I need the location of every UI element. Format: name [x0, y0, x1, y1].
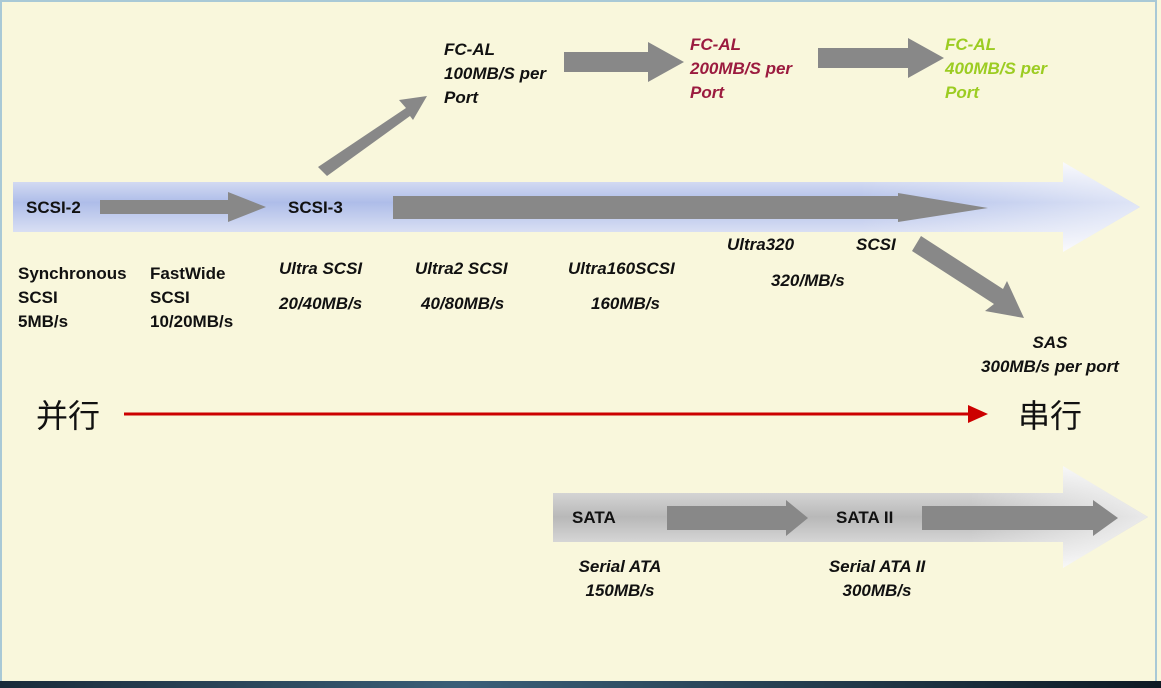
sas-label: SAS 300MB/s per port — [981, 333, 1119, 376]
arrow-scsi2-to-scsi3 — [100, 192, 266, 222]
bottom-decor-bar — [0, 681, 1161, 688]
arrow-scsi3-to-fcal — [318, 96, 427, 176]
gen-ultra-scsi: Ultra SCSI — [279, 259, 363, 278]
node-scsi2: SCSI-2 — [26, 198, 81, 217]
gen-ultra2-scsi: Ultra2 SCSI — [415, 259, 508, 278]
fcal-400-label: FC-AL 400MB/S per Port — [945, 35, 1048, 102]
arrow-fcal-100-to-200 — [564, 42, 684, 82]
arrow-scsi3-long — [393, 193, 988, 222]
arrow-sata-to-sata2 — [667, 500, 808, 536]
node-sata: SATA — [572, 508, 616, 527]
sata2-desc: Serial ATA II 300MB/s — [828, 557, 926, 600]
parallel-to-serial-arrowhead — [968, 405, 988, 423]
serial-label: 串行 — [1018, 397, 1083, 435]
gen-ultra160-scsi: Ultra160SCSI — [568, 259, 675, 278]
fcal-200-label: FC-AL 200MB/S per Port — [690, 35, 793, 102]
arrow-sata2-end — [922, 500, 1118, 536]
ultra320-speed: 320/MB/s — [771, 271, 845, 290]
fcal-100-label: FC-AL 100MB/S per Port — [444, 40, 547, 107]
node-scsi-tail: SCSI — [856, 235, 896, 254]
gen-synchronous-scsi: Synchronous SCSI 5MB/s — [18, 264, 127, 331]
gen-ultra2-scsi-speed: 40/80MB/s — [421, 294, 505, 313]
node-ultra320: Ultra320 — [727, 235, 795, 254]
parallel-label: 并行 — [36, 397, 101, 435]
node-scsi3: SCSI-3 — [288, 198, 343, 217]
node-sata2: SATA II — [836, 508, 894, 527]
gen-ultra-scsi-speed: 20/40MB/s — [279, 294, 363, 313]
sata-desc: Serial ATA 150MB/s — [578, 557, 662, 600]
arrow-fcal-200-to-400 — [818, 38, 944, 78]
gen-ultra160-scsi-speed: 160MB/s — [591, 294, 660, 313]
gen-fastwide-scsi: FastWide SCSI 10/20MB/s — [150, 264, 234, 331]
arrow-scsi-to-sas — [912, 236, 1024, 318]
sata-band-fade — [553, 466, 1148, 568]
